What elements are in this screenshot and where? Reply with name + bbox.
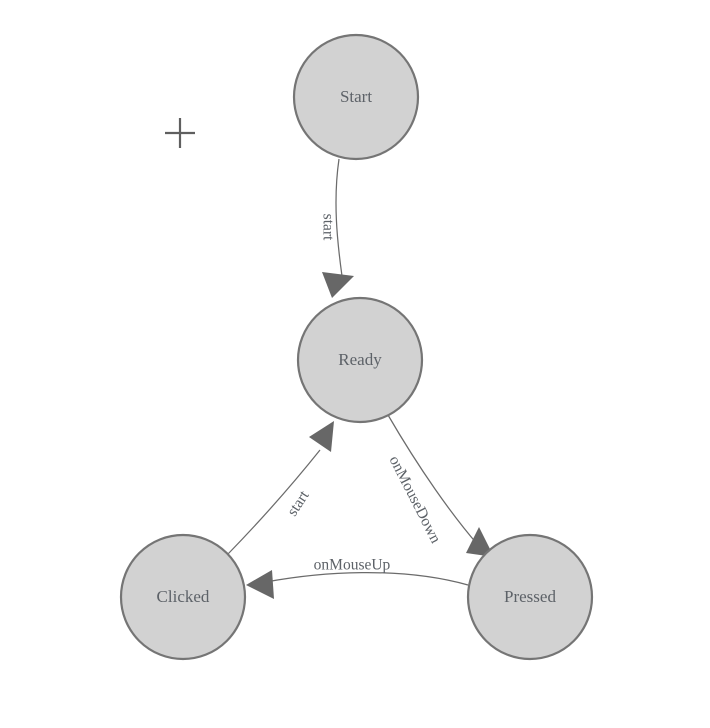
plus-marker-icon[interactable] [165,118,195,148]
edge-label-ready-to-pressed: onMouseDown [386,453,445,546]
node-clicked[interactable]: Clicked [119,533,247,661]
edge-path-clicked-to-ready [227,449,321,555]
edge-pressed-to-clicked[interactable]: onMouseUp [246,557,469,599]
node-start-shape[interactable] [292,33,420,161]
edge-path-ready-to-pressed [387,414,479,546]
node-clicked-shape[interactable] [119,533,247,661]
node-pressed-shape[interactable] [466,533,594,661]
edge-label-pressed-to-clicked: onMouseUp [314,557,391,574]
node-ready[interactable]: Ready [296,296,424,424]
edge-start-to-ready[interactable]: start [319,158,354,298]
edge-label-clicked-to-ready: start [284,487,313,519]
node-start[interactable]: Start [292,33,420,161]
edge-path-pressed-to-clicked [265,571,469,586]
node-pressed[interactable]: Pressed [466,533,594,661]
arrowhead-into-ready-from-start [322,272,354,298]
arrowhead-into-ready-from-clicked [309,421,334,452]
arrowhead-into-pressed [466,527,494,557]
edge-clicked-to-ready[interactable]: start [227,421,334,555]
edge-path-start-to-ready [335,158,343,277]
arrowhead-into-clicked [246,570,274,599]
edge-label-start-to-ready: start [319,214,336,241]
edge-ready-to-pressed[interactable]: onMouseDown [386,414,494,557]
node-ready-shape[interactable] [296,296,424,424]
